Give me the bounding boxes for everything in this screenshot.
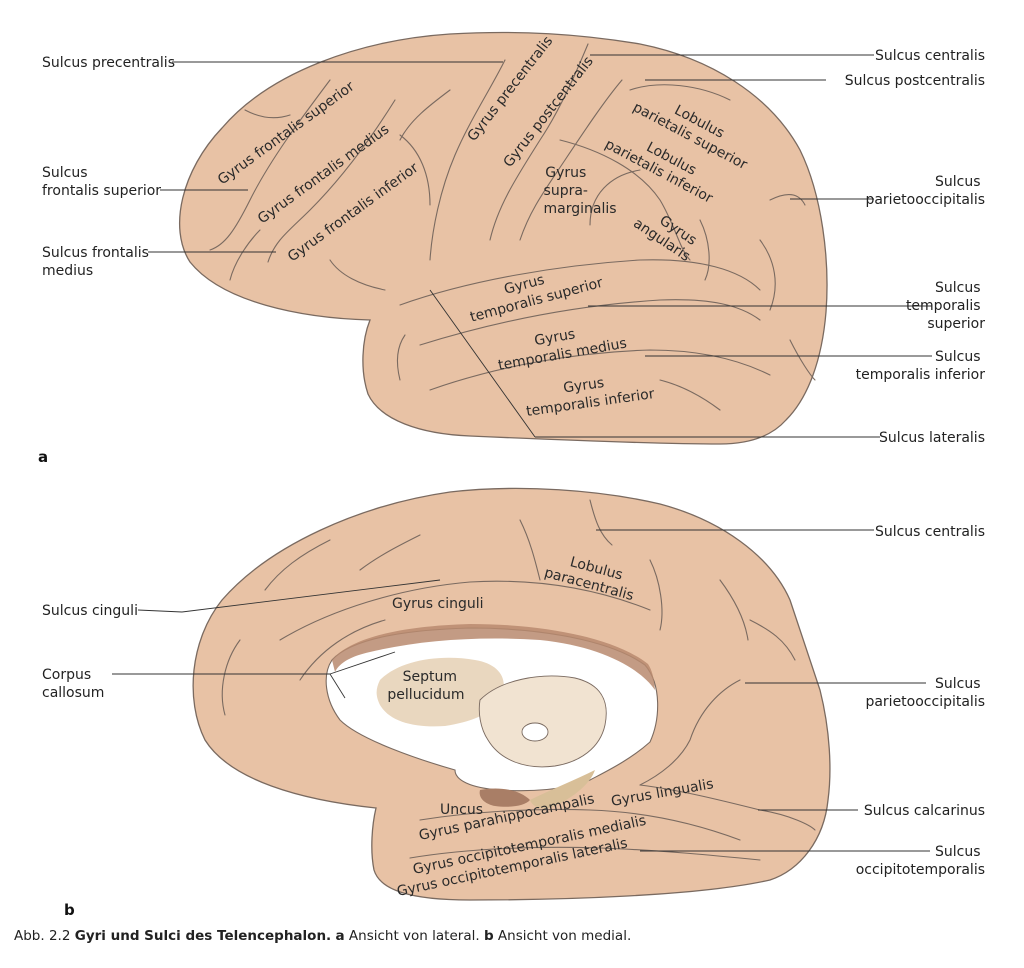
corpus-callosum-band bbox=[332, 624, 655, 690]
label-sulcus-centralis-b: Sulcus centralis bbox=[875, 524, 985, 540]
label-gyrus-supramarginalis: Gyrus supra- marginalis bbox=[543, 165, 616, 217]
label-sulcus-frontalis-medius: Sulcus frontalis medius bbox=[42, 245, 153, 279]
caption-text-b: Ansicht von medial. bbox=[497, 928, 632, 944]
caption-text-a: Ansicht von lateral. bbox=[348, 928, 480, 944]
label-sulcus-temporalis-inferior: Sulcus temporalis inferior bbox=[856, 349, 986, 383]
septum-pellucidum-shape bbox=[376, 657, 504, 727]
figure-caption: Abb. 2.2 Gyri und Sulci des Telencephalo… bbox=[14, 928, 631, 944]
brain-lateral-outline bbox=[178, 31, 828, 445]
label-corpus-callosum: Corpus callosum bbox=[42, 667, 104, 701]
label-sulcus-occipitotemporalis: Sulcus occipitotemporalis bbox=[856, 844, 985, 878]
panel-a-letter: a bbox=[38, 448, 48, 466]
tan-region-shape bbox=[530, 770, 595, 809]
label-sulcus-centralis-a: Sulcus centralis bbox=[875, 48, 985, 64]
caption-letter-a: a bbox=[335, 928, 345, 944]
uncus-region-shape bbox=[479, 788, 530, 807]
lateral-sulci bbox=[209, 43, 816, 411]
caption-title: Gyri und Sulci des Telencephalon. bbox=[74, 928, 332, 944]
label-sulcus-parietooccipitalis-a: Sulcus parietooccipitalis bbox=[865, 174, 985, 208]
label-sulcus-parietooccipitalis-b: Sulcus parietooccipitalis bbox=[865, 676, 985, 710]
caption-prefix: Abb. 2.2 bbox=[14, 928, 71, 944]
medial-sulci bbox=[221, 499, 816, 861]
label-sulcus-postcentralis: Sulcus postcentralis bbox=[845, 73, 985, 89]
label-sulcus-calcarinus: Sulcus calcarinus bbox=[864, 803, 985, 819]
panel-b-letter: b bbox=[64, 901, 75, 919]
label-sulcus-precentralis: Sulcus precentralis bbox=[42, 55, 175, 71]
panel-a-lateral-view: Sulcus precentralis Sulcus frontalis sup… bbox=[38, 31, 986, 466]
label-uncus: Uncus bbox=[440, 802, 483, 818]
diencephalon-shape bbox=[478, 675, 607, 768]
label-sulcus-temporalis-superior: Sulcus temporalis superior bbox=[906, 280, 985, 332]
label-sulcus-cinguli: Sulcus cinguli bbox=[42, 603, 138, 619]
label-sulcus-frontalis-superior: Sulcus frontalis superior bbox=[42, 165, 161, 199]
label-sulcus-lateralis: Sulcus lateralis bbox=[879, 430, 985, 446]
panel-b-medial-view: Sulcus cinguli Corpus callosum Sulcus ce… bbox=[42, 487, 985, 919]
label-septum-pellucidum: Septum pellucidum bbox=[387, 669, 464, 703]
panel-a-leader-lines bbox=[148, 54, 932, 438]
label-gyrus-cinguli: Gyrus cinguli bbox=[392, 596, 484, 612]
panel-b-leader-lines bbox=[112, 529, 930, 852]
adhesio-interthalamica-shape bbox=[521, 722, 549, 742]
caption-letter-b: b bbox=[483, 928, 494, 944]
